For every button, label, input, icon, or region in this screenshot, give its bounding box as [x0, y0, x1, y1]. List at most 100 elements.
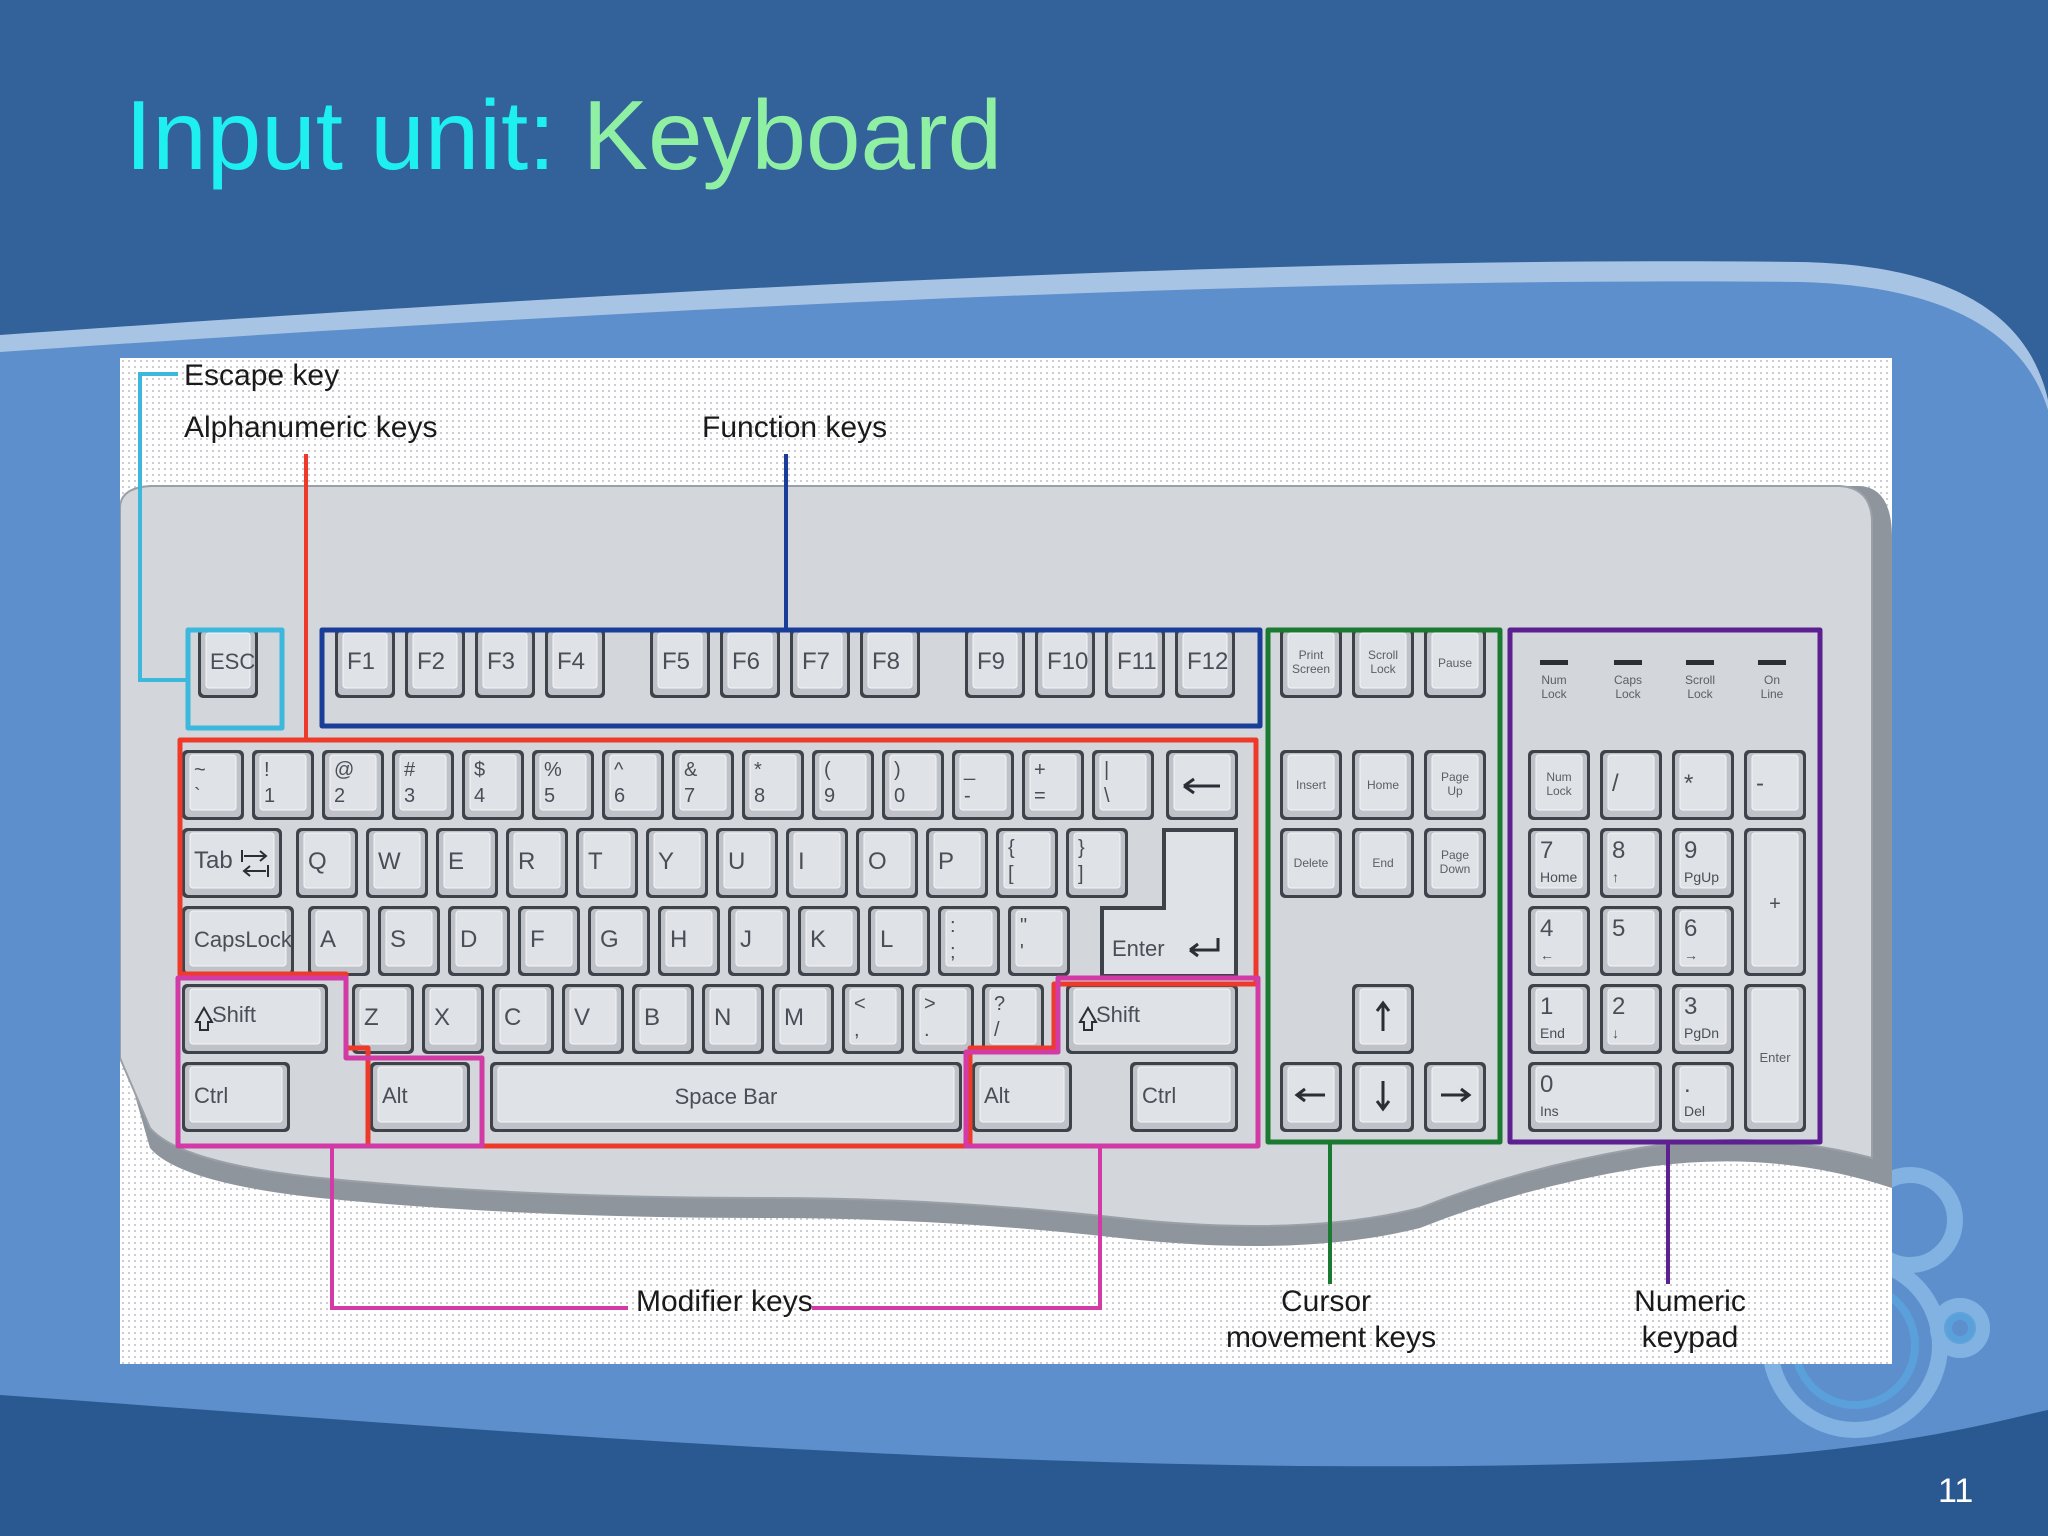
numpad-key-8[interactable] — [1600, 828, 1662, 898]
q-row-key-10[interactable] — [996, 828, 1058, 898]
key-h[interactable] — [658, 906, 720, 976]
function-key-f8[interactable] — [860, 628, 920, 698]
key-j[interactable] — [728, 906, 790, 976]
number-row-key-7[interactable] — [672, 750, 734, 820]
nav-key-page-down[interactable] — [1424, 828, 1486, 898]
numpad-key-sym[interactable] — [1600, 750, 1662, 820]
key-t[interactable] — [576, 828, 638, 898]
right-shift-key[interactable] — [1066, 984, 1238, 1054]
z-row-key-9[interactable] — [982, 984, 1044, 1054]
right-alt-key[interactable] — [972, 1062, 1072, 1132]
key-i[interactable] — [786, 828, 848, 898]
enter-key[interactable] — [1100, 828, 1238, 978]
key-u[interactable] — [716, 828, 778, 898]
arrow-right-key[interactable] — [1424, 1062, 1486, 1132]
key-o[interactable] — [856, 828, 918, 898]
arrow-left-key[interactable] — [1280, 1062, 1342, 1132]
function-key-f2[interactable] — [405, 628, 465, 698]
number-row-key-4[interactable] — [462, 750, 524, 820]
key-r[interactable] — [506, 828, 568, 898]
numpad-key-0[interactable] — [1528, 1062, 1662, 1132]
key-m[interactable] — [772, 984, 834, 1054]
key-s[interactable] — [378, 906, 440, 976]
numpad-key-4[interactable] — [1528, 906, 1590, 976]
key-l[interactable] — [868, 906, 930, 976]
numpad-key-sym[interactable] — [1744, 750, 1806, 820]
numpad-plus-key[interactable] — [1744, 828, 1806, 976]
left-shift-key[interactable] — [182, 984, 328, 1054]
numpad-key-dot[interactable] — [1672, 1062, 1734, 1132]
number-row-key-2[interactable] — [322, 750, 384, 820]
key-q[interactable] — [296, 828, 358, 898]
function-key-f4[interactable] — [545, 628, 605, 698]
number-row-key-0[interactable] — [182, 750, 244, 820]
left-ctrl-key[interactable] — [182, 1062, 290, 1132]
left-alt-key[interactable] — [370, 1062, 470, 1132]
function-key-f3[interactable] — [475, 628, 535, 698]
number-row-key-6[interactable] — [602, 750, 664, 820]
function-key-f7[interactable] — [790, 628, 850, 698]
system-key-pause[interactable] — [1424, 628, 1486, 698]
nav-key-insert[interactable] — [1280, 750, 1342, 820]
numpad-key-7[interactable] — [1528, 828, 1590, 898]
numpad-key-sym[interactable] — [1672, 750, 1734, 820]
nav-key-page-up[interactable] — [1424, 750, 1486, 820]
nav-key-insert-text-0: Insert — [1296, 778, 1327, 792]
numpad-key-6[interactable] — [1672, 906, 1734, 976]
number-row-key-12[interactable] — [1022, 750, 1084, 820]
key-c[interactable] — [492, 984, 554, 1054]
key-n[interactable] — [702, 984, 764, 1054]
key-z[interactable] — [352, 984, 414, 1054]
function-key-f10[interactable] — [1035, 628, 1095, 698]
caps-lock-key[interactable] — [182, 906, 294, 976]
number-row-key-8[interactable] — [742, 750, 804, 820]
esc-key[interactable] — [198, 628, 258, 698]
right-ctrl-key[interactable] — [1130, 1062, 1238, 1132]
numpad-num-lock-key[interactable] — [1528, 750, 1590, 820]
numpad-key-9[interactable] — [1672, 828, 1734, 898]
key-v[interactable] — [562, 984, 624, 1054]
function-key-f12[interactable] — [1175, 628, 1235, 698]
key-e[interactable] — [436, 828, 498, 898]
key-x[interactable] — [422, 984, 484, 1054]
key-b[interactable] — [632, 984, 694, 1054]
key-a[interactable] — [308, 906, 370, 976]
q-row-key-11[interactable] — [1066, 828, 1128, 898]
a-row-key-9[interactable] — [938, 906, 1000, 976]
key-p[interactable] — [926, 828, 988, 898]
number-row-key-13[interactable] — [1092, 750, 1154, 820]
key-g[interactable] — [588, 906, 650, 976]
number-row-key-11[interactable] — [952, 750, 1014, 820]
key-w[interactable] — [366, 828, 428, 898]
numpad-key-1[interactable] — [1528, 984, 1590, 1054]
a-row-key-10[interactable] — [1008, 906, 1070, 976]
function-key-f11[interactable] — [1105, 628, 1165, 698]
space-bar-key[interactable] — [490, 1062, 962, 1132]
numpad-key-sym-label: / — [1612, 770, 1619, 797]
function-key-f9[interactable] — [965, 628, 1025, 698]
system-key-print-screen[interactable] — [1280, 628, 1342, 698]
system-key-scroll-lock[interactable] — [1352, 628, 1414, 698]
function-key-f6[interactable] — [720, 628, 780, 698]
function-key-f5[interactable] — [650, 628, 710, 698]
nav-key-end[interactable] — [1352, 828, 1414, 898]
number-row-key-10[interactable] — [882, 750, 944, 820]
tab-key[interactable] — [182, 828, 282, 898]
number-row-key-5[interactable] — [532, 750, 594, 820]
key-f[interactable] — [518, 906, 580, 976]
function-key-f1[interactable] — [335, 628, 395, 698]
numpad-key-3[interactable] — [1672, 984, 1734, 1054]
numpad-enter-key[interactable] — [1744, 984, 1806, 1132]
nav-key-delete[interactable] — [1280, 828, 1342, 898]
numpad-key-5[interactable] — [1600, 906, 1662, 976]
number-row-key-9[interactable] — [812, 750, 874, 820]
z-row-key-8[interactable] — [912, 984, 974, 1054]
numpad-key-2[interactable] — [1600, 984, 1662, 1054]
number-row-key-1[interactable] — [252, 750, 314, 820]
key-y[interactable] — [646, 828, 708, 898]
nav-key-home[interactable] — [1352, 750, 1414, 820]
key-d[interactable] — [448, 906, 510, 976]
z-row-key-7[interactable] — [842, 984, 904, 1054]
key-k[interactable] — [798, 906, 860, 976]
number-row-key-3[interactable] — [392, 750, 454, 820]
